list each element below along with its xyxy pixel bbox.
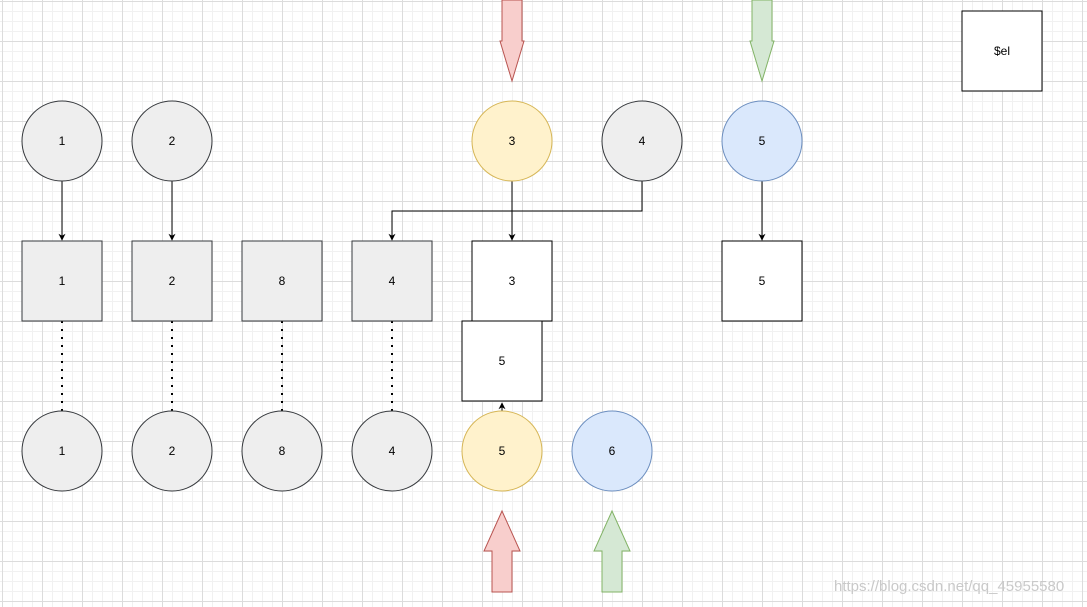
dom-element-1: 1 (21, 240, 103, 322)
watermark: https://blog.csdn.net/qq_45955580 (834, 578, 1065, 595)
dom-element-3: 3 (471, 240, 553, 322)
node-label: 3 (509, 134, 516, 148)
dom-element-5-inserted: 5 (461, 320, 543, 402)
node-label: 1 (59, 134, 66, 148)
bottom-vnode-1: 1 (21, 410, 103, 492)
old-end-pointer (749, 0, 775, 83)
node-label: 1 (59, 274, 66, 288)
node-label: 2 (169, 444, 176, 458)
top-vnode-2: 2 (131, 100, 213, 182)
bottom-vnode-8: 8 (241, 410, 323, 492)
bottom-vnode-5: 5 (461, 410, 543, 492)
node-label: 8 (279, 444, 286, 458)
top-vnode-3: 3 (471, 100, 553, 182)
node-label: 4 (639, 134, 646, 148)
top-vnode-4: 4 (601, 100, 683, 182)
top-vnode-5: 5 (721, 100, 803, 182)
old-start-pointer (499, 0, 525, 83)
dom-element-8: 8 (241, 240, 323, 322)
node-label: 1 (59, 444, 66, 458)
node-label: 3 (509, 274, 516, 288)
bottom-vnode-6: 6 (571, 410, 653, 492)
dom-element-2: 2 (131, 240, 213, 322)
node-label: 6 (609, 444, 616, 458)
node-label: 4 (389, 274, 396, 288)
node-label: 2 (169, 274, 176, 288)
dom-element-4: 4 (351, 240, 433, 322)
node-label: 5 (499, 444, 506, 458)
node-label: 5 (499, 354, 506, 368)
connector-top4-dom4 (388, 181, 643, 241)
node-label: 4 (389, 444, 396, 458)
node-label: 5 (759, 274, 766, 288)
node-label: 2 (169, 134, 176, 148)
bottom-vnode-4: 4 (351, 410, 433, 492)
new-start-pointer (483, 509, 521, 593)
bottom-vnode-2: 2 (131, 410, 213, 492)
dom-element-5-right: 5 (721, 240, 803, 322)
top-vnode-1: 1 (21, 100, 103, 182)
node-label: 8 (279, 274, 286, 288)
el-box-label: $el (994, 44, 1010, 58)
new-end-pointer (593, 509, 631, 593)
el-box: $el (961, 10, 1043, 92)
node-label: 5 (759, 134, 766, 148)
